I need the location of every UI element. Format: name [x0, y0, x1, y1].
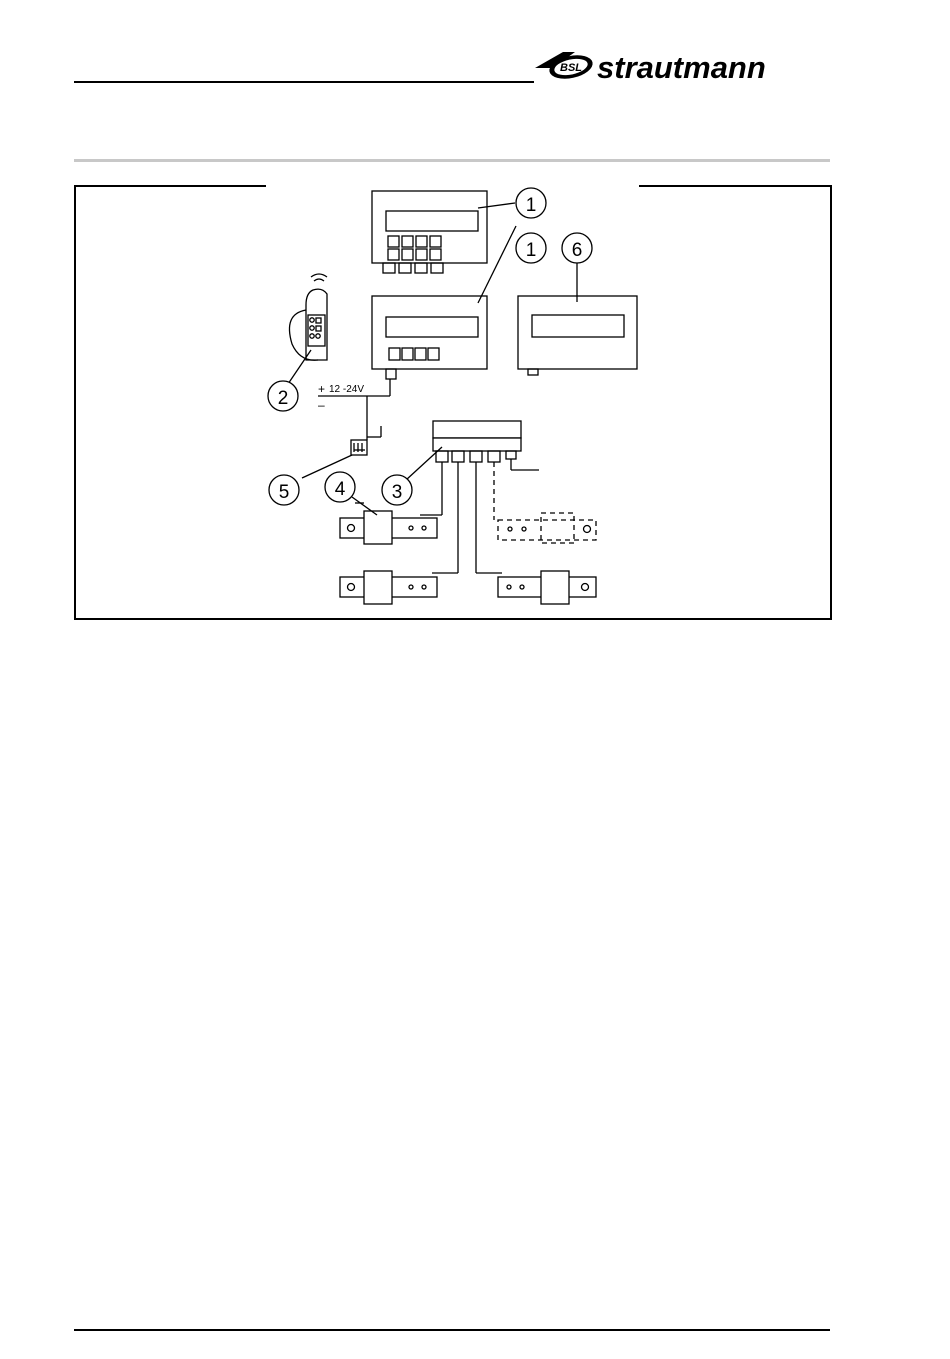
svg-text:+: + [318, 382, 325, 396]
remote-display [518, 263, 637, 375]
svg-text:2: 2 [278, 388, 289, 409]
svg-text:6: 6 [572, 240, 583, 261]
load-cell [498, 571, 596, 604]
callout-2: 2 [268, 381, 298, 411]
svg-text:3: 3 [392, 482, 403, 503]
weighing-system-diagram: + 12 -24V – [0, 0, 950, 700]
connector-plug [302, 426, 381, 478]
load-cell [340, 571, 437, 604]
svg-text:4: 4 [335, 479, 346, 500]
callout-1b: 1 [516, 233, 546, 263]
svg-text:–: – [318, 398, 325, 412]
callout-5: 5 [269, 475, 299, 505]
svg-text:12 -24V: 12 -24V [329, 384, 364, 395]
remote-control [288, 274, 327, 384]
footer-rule [74, 1329, 830, 1331]
svg-text:1: 1 [526, 240, 537, 261]
svg-text:1: 1 [526, 195, 537, 216]
optional-load-cell [498, 513, 596, 543]
terminal-keypad [372, 191, 515, 273]
callout-3: 3 [382, 475, 412, 505]
callout-1a: 1 [516, 188, 546, 218]
callout-4: 4 [325, 472, 355, 502]
power-wiring: + 12 -24V – [318, 379, 390, 440]
junction-box [406, 421, 539, 480]
load-cell [340, 497, 437, 544]
callout-6: 6 [562, 233, 592, 263]
svg-text:5: 5 [279, 482, 290, 503]
